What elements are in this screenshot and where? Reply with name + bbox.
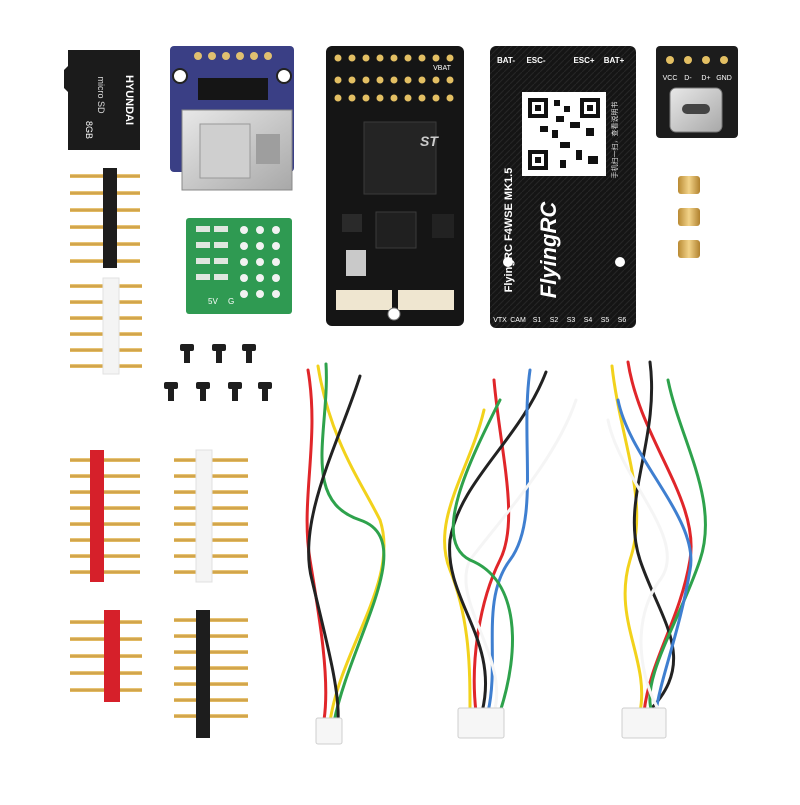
- brass-standoff: [678, 208, 700, 226]
- vtx-bottom-label-2: CAM: [510, 317, 526, 324]
- sd-module-pin-row: [194, 52, 272, 60]
- fc-chip-logo: ST: [420, 133, 439, 149]
- screw: [196, 382, 210, 401]
- pin-header-red-short: [70, 610, 142, 702]
- usb-pin-label-3: D+: [701, 75, 710, 82]
- microsd-card: HYUNDAI micro SD 8GB: [64, 50, 140, 150]
- green-breakout-label-1: 5V: [208, 297, 218, 306]
- pin-header-red-long: [70, 450, 140, 582]
- vtx-bottom-label-4: S2: [550, 317, 559, 324]
- vtx-bottom-label-8: S6: [618, 317, 627, 324]
- vtx-bottom-label-1: VTX: [493, 317, 507, 324]
- microsd-capacity: 8GB: [84, 121, 94, 139]
- vtx-brand-logo: FlyingRC: [536, 201, 561, 299]
- vtx-bottom-label-7: S5: [601, 317, 610, 324]
- pin-header-white-long: [70, 277, 142, 375]
- cable-2-connector: [457, 707, 505, 739]
- green-breakout-label-2: G: [228, 297, 234, 306]
- fc-pad-grid: [334, 54, 454, 102]
- vtx-top-label-2: ESC-: [526, 56, 545, 65]
- brass-standoff: [678, 240, 700, 258]
- cable-3-connector: [621, 707, 667, 739]
- sd-card-module: [170, 46, 294, 191]
- vtx-top-label-1: BAT-: [497, 56, 515, 65]
- cable-6-wire: [443, 368, 578, 739]
- pin-header-black-short: [70, 168, 140, 268]
- vtx-top-label-3: ESC+: [573, 56, 594, 65]
- green-breakout-board: 5V G: [186, 218, 292, 314]
- cable-6-wire-alt: [606, 360, 708, 739]
- vtx-top-label-4: BAT+: [604, 56, 625, 65]
- pin-header-black-long: [174, 610, 248, 738]
- screw: [164, 382, 178, 401]
- screw: [180, 344, 194, 363]
- vtx-board: BAT- ESC- ESC+ BAT+ FlyingRC F4WSE MK1.5…: [490, 46, 636, 328]
- screw: [258, 382, 272, 401]
- vtx-bottom-label-3: S1: [533, 317, 542, 324]
- vtx-model: FlyingRC F4WSE MK1.5: [503, 168, 515, 293]
- screw: [212, 344, 226, 363]
- microsd-brand: HYUNDAI: [123, 75, 135, 125]
- usb-pin-label-1: VCC: [663, 75, 678, 82]
- qr-code-pattern: [528, 98, 600, 170]
- usb-pin-label-4: GND: [716, 75, 732, 82]
- screw: [228, 382, 242, 401]
- brass-standoff: [678, 176, 700, 194]
- microsd-logo: micro SD: [96, 76, 106, 114]
- vtx-qr-caption: 手机扫一扫，查看说明书: [610, 102, 619, 179]
- fc-vbat-label: VBAT: [433, 65, 451, 72]
- vtx-bottom-label-6: S4: [584, 317, 593, 324]
- cable-1-connector: [315, 717, 343, 745]
- brass-standoffs: [678, 176, 700, 258]
- usb-pin-label-2: D-: [684, 75, 692, 82]
- flight-controller-board: VBAT ST: [326, 46, 464, 326]
- usb-c-breakout: VCC D- D+ GND: [656, 46, 738, 138]
- cable-4-wire: [305, 362, 386, 745]
- vtx-bottom-label-5: S3: [567, 317, 576, 324]
- pin-header-white-short: [174, 449, 248, 583]
- screw: [242, 344, 256, 363]
- screws: [164, 344, 272, 401]
